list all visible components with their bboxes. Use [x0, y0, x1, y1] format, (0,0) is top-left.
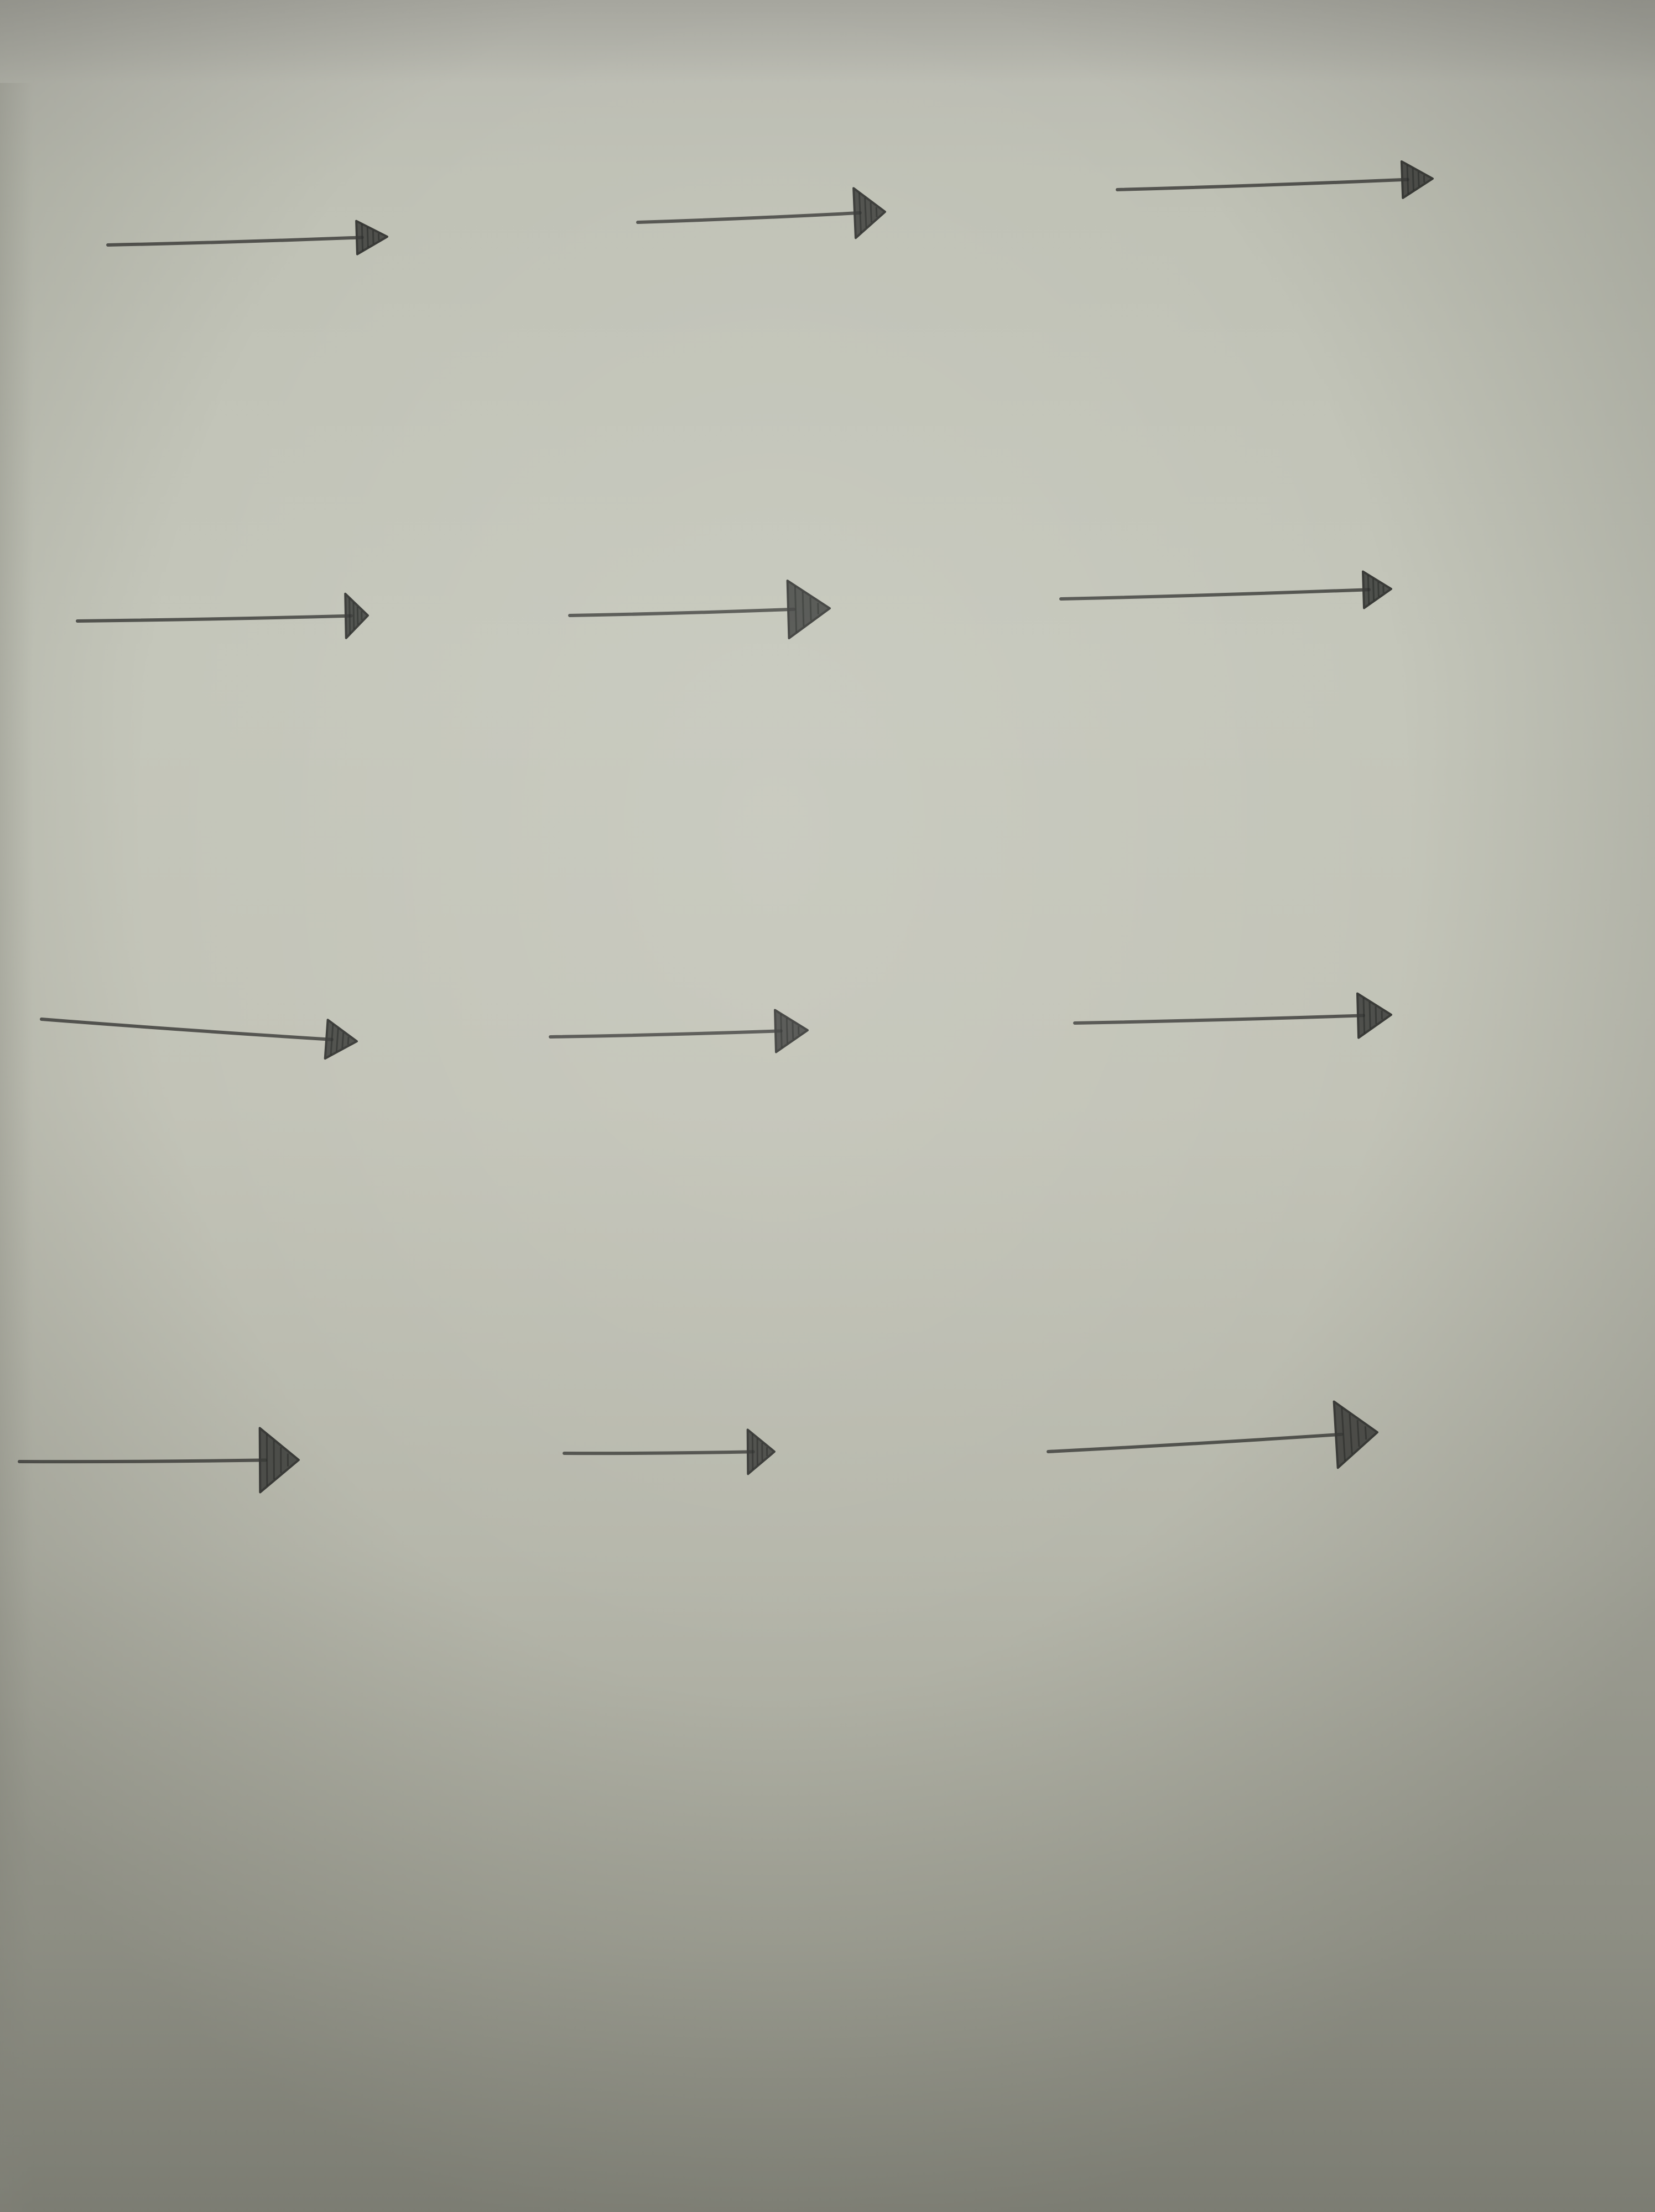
arrowhead-hatch — [335, 1028, 339, 1052]
arrow-shaft — [106, 236, 365, 247]
arrow-shaft — [18, 1458, 268, 1464]
right-arrow-icon — [774, 1009, 809, 1053]
pencil-arrow-r4-c3 — [1047, 1400, 1378, 1469]
arrowhead-hatch — [356, 607, 359, 625]
right-arrow-icon — [746, 1428, 776, 1475]
arrowhead-hatch — [1356, 1420, 1360, 1447]
pencil-arrow-r2-c1 — [76, 592, 369, 639]
right-arrow-icon — [786, 580, 831, 640]
arrow-shaft — [563, 1450, 755, 1455]
arrowhead-hatch — [802, 592, 805, 627]
arrowhead-hatch — [1362, 998, 1366, 1034]
right-arrow-icon — [1356, 992, 1392, 1039]
arrowhead-hatch — [870, 202, 872, 223]
arrowhead-hatch — [751, 1434, 754, 1470]
paper-left-edge — [0, 83, 33, 2212]
right-arrow-icon — [1333, 1400, 1378, 1469]
arrowhead-hatch — [1349, 1413, 1353, 1454]
arrow-shaft — [1047, 1432, 1344, 1453]
pencil-arrow-r1-c3 — [1116, 160, 1434, 199]
pencil-arrow-r1-c2 — [636, 187, 886, 239]
arrow-shaft — [636, 211, 862, 224]
arrow-shaft — [1073, 1014, 1366, 1025]
paper-top-edge — [0, 0, 1655, 83]
arrowhead-hatch — [341, 1032, 345, 1048]
arrowhead-hatch — [1406, 165, 1409, 195]
pencil-arrow-r4-c2 — [563, 1428, 776, 1475]
arrowhead-hatch — [875, 207, 878, 217]
right-arrow-icon — [355, 220, 388, 255]
arrowhead-hatch — [1417, 171, 1420, 187]
pencil-arrow-r2-c2 — [568, 580, 831, 640]
arrowhead-hatch — [794, 586, 798, 633]
right-arrow-icon — [1400, 160, 1434, 199]
arrowhead-hatch — [780, 1014, 783, 1048]
arrow-shaft — [40, 1018, 334, 1041]
pencil-arrow-r4-c1 — [18, 1427, 300, 1494]
right-arrow-icon — [344, 592, 369, 639]
arrow-shaft — [549, 1029, 783, 1039]
arrow-shaft — [568, 607, 796, 617]
arrowhead-hatch — [330, 1024, 334, 1055]
pencil-arrow-r2-c3 — [1059, 570, 1392, 609]
pencil-arrow-r1-c1 — [106, 220, 388, 255]
pencil-arrow-r3-c1 — [40, 1018, 358, 1060]
arrowhead-hatch — [809, 597, 812, 620]
arrowhead-hatch — [1364, 1426, 1367, 1440]
right-arrow-icon — [324, 1019, 358, 1060]
arrow-shaft — [76, 614, 353, 623]
arrowhead-hatch — [864, 197, 867, 228]
arrowhead-hatch — [858, 192, 862, 233]
right-arrow-icon — [1362, 570, 1392, 609]
right-arrow-icon — [258, 1427, 300, 1494]
pencil-arrow-r3-c2 — [549, 1009, 809, 1053]
pencil-arrow-r3-c3 — [1073, 992, 1392, 1039]
arrowhead-hatch — [1377, 582, 1380, 597]
arrowhead-hatch — [817, 603, 819, 615]
arrowhead-hatch — [366, 227, 369, 248]
arrow-shaft — [1059, 588, 1371, 601]
arrowhead-hatch — [1341, 1407, 1346, 1461]
arrowhead-hatch — [1367, 575, 1370, 604]
arrowhead-hatch — [352, 602, 355, 629]
right-arrow-icon — [852, 187, 886, 239]
arrow-shaft — [1116, 178, 1410, 191]
